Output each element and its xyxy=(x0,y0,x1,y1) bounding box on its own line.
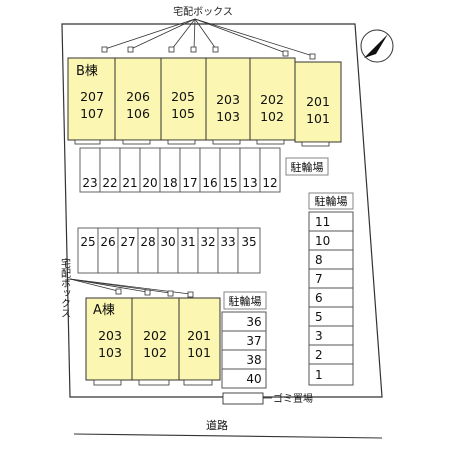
unit-b-4-lower: 103 xyxy=(216,109,240,124)
parking-slot-11: 11 xyxy=(315,215,330,229)
building-a: A棟 203 103 202 102 201 101 xyxy=(85,297,221,386)
garbage-label: ゴミ置場 xyxy=(273,392,313,405)
parking-slot-35: 35 xyxy=(241,235,256,249)
parking-slot-10: 10 xyxy=(315,234,330,248)
road-line xyxy=(73,433,383,439)
site-boundary xyxy=(61,23,383,398)
delivery-box-top-label: 宅配ボックス xyxy=(173,5,233,18)
bike-parking-3-label: 駐輪場 xyxy=(229,294,262,308)
parking-row-mid: 25 26 27 28 30 31 32 33 35 xyxy=(77,227,261,274)
parking-slot-33: 33 xyxy=(220,235,235,249)
building-b: B棟 207 107 206 106 205 105 203 103 202 1… xyxy=(67,57,342,147)
unit-a-2-lower: 102 xyxy=(143,345,167,360)
parking-slot-40: 40 xyxy=(246,372,261,386)
unit-b-5-upper: 202 xyxy=(260,92,284,107)
delivery-box-top-boxes xyxy=(101,46,316,60)
bike-parking-3 xyxy=(223,291,267,310)
unit-b-3-upper: 205 xyxy=(171,89,195,104)
unit-b-2-lower: 106 xyxy=(126,106,150,121)
unit-a-2-upper: 202 xyxy=(143,328,167,343)
road-label: 道路 xyxy=(206,418,228,432)
parking-slot-25: 25 xyxy=(80,235,95,249)
delivery-box-top-lines xyxy=(104,18,314,57)
parking-slot-23: 23 xyxy=(82,176,97,190)
delivery-box-side-label: 宅配ボックス xyxy=(59,257,71,318)
parking-slot-8: 8 xyxy=(315,253,323,267)
parking-col-right: 11 10 8 7 6 5 3 2 1 xyxy=(308,211,354,386)
parking-slot-13: 13 xyxy=(242,176,257,190)
parking-slot-30: 30 xyxy=(160,235,175,249)
parking-slot-36: 36 xyxy=(246,315,261,329)
parking-slot-12: 12 xyxy=(262,176,277,190)
parking-slot-6: 6 xyxy=(315,291,323,305)
unit-a-1-upper: 203 xyxy=(98,328,122,343)
unit-a-3-upper: 201 xyxy=(187,328,211,343)
parking-slot-20: 20 xyxy=(142,176,157,190)
unit-b-5-lower: 102 xyxy=(260,109,284,124)
parking-slot-15: 15 xyxy=(222,176,237,190)
parking-slot-18: 18 xyxy=(162,176,177,190)
garbage-area xyxy=(222,392,264,405)
parking-slot-2: 2 xyxy=(315,348,323,362)
parking-slot-37: 37 xyxy=(246,334,261,348)
parking-slot-38: 38 xyxy=(246,353,261,367)
unit-a-3-lower: 101 xyxy=(187,345,211,360)
parking-slot-3: 3 xyxy=(315,329,323,343)
north-arrow-icon xyxy=(360,29,394,63)
delivery-box-side-boxes xyxy=(115,288,194,298)
unit-b-1-lower: 107 xyxy=(80,106,104,121)
parking-slot-5: 5 xyxy=(315,310,323,324)
parking-slot-31: 31 xyxy=(180,235,195,249)
unit-a-1-lower: 103 xyxy=(98,345,122,360)
parking-slot-21: 21 xyxy=(122,176,137,190)
parking-slot-32: 32 xyxy=(200,235,215,249)
parking-slot-7: 7 xyxy=(315,272,323,286)
unit-b-4-upper: 203 xyxy=(216,92,240,107)
parking-slot-28: 28 xyxy=(140,235,155,249)
parking-col-a: 36 37 38 40 xyxy=(221,311,267,389)
bike-parking-1-label: 駐輪場 xyxy=(291,160,324,174)
parking-slot-27: 27 xyxy=(120,235,135,249)
building-a-label: A棟 xyxy=(93,303,115,318)
bike-parking-1 xyxy=(285,157,329,176)
parking-slot-22: 22 xyxy=(102,176,117,190)
bike-parking-2-label: 駐輪場 xyxy=(315,194,348,208)
parking-slot-17: 17 xyxy=(182,176,197,190)
building-b-label: B棟 xyxy=(76,64,98,79)
parking-slot-26: 26 xyxy=(100,235,115,249)
parking-slot-16: 16 xyxy=(202,176,217,190)
unit-b-1-upper: 207 xyxy=(80,89,104,104)
unit-b-6-lower: 101 xyxy=(306,111,330,126)
bike-parking-2 xyxy=(308,192,354,210)
parking-row-top: 23 22 21 20 18 17 16 15 13 12 xyxy=(79,147,281,193)
unit-b-6-upper: 201 xyxy=(306,94,330,109)
unit-b-3-lower: 105 xyxy=(171,106,195,121)
parking-slot-1: 1 xyxy=(315,368,323,382)
unit-b-2-upper: 206 xyxy=(126,89,150,104)
